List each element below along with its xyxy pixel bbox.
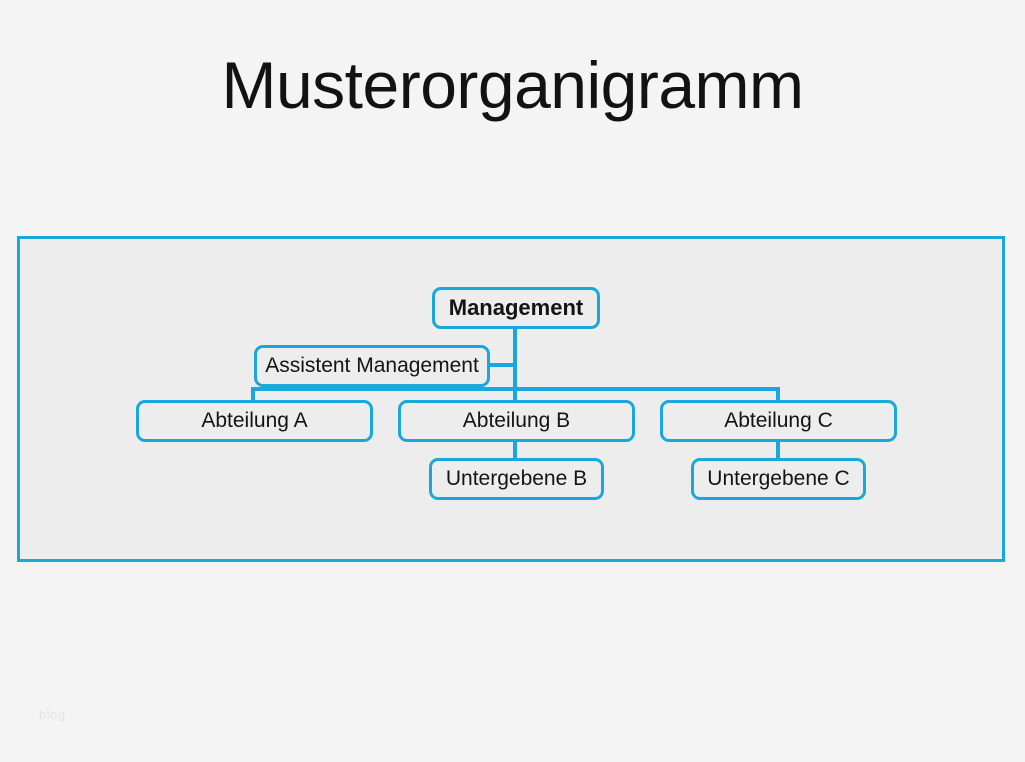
blog-watermark: blog (39, 707, 66, 722)
org-node-abteilung-a[interactable]: Abteilung A (136, 400, 373, 442)
org-chart-panel: Management Assistent Management Abteilun… (17, 236, 1005, 562)
page-title: Musterorganigramm (221, 48, 804, 122)
org-node-abteilung-c[interactable]: Abteilung C (660, 400, 897, 442)
org-node-management[interactable]: Management (432, 287, 600, 329)
org-chart-canvas: Management Assistent Management Abteilun… (20, 239, 1008, 565)
org-node-untergebene-c[interactable]: Untergebene C (691, 458, 866, 500)
connector-assistent-stub (487, 363, 517, 367)
org-node-assistent-management[interactable]: Assistent Management (254, 345, 490, 387)
org-node-abteilung-b[interactable]: Abteilung B (398, 400, 635, 442)
connector-management-trunk (513, 321, 517, 389)
org-node-untergebene-b[interactable]: Untergebene B (429, 458, 604, 500)
